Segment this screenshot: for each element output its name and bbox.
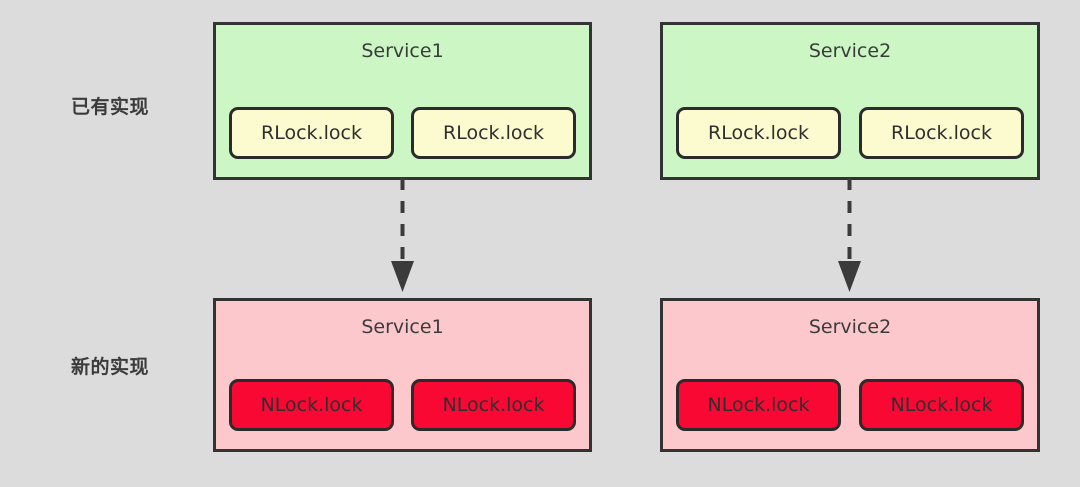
service-title: Service1 [361,40,444,62]
service2-migration-arrow [838,178,861,292]
lock-chip-rlock: RLock.lock [411,107,576,159]
service-container-existing-service1: Service1 RLock.lock RLock.lock [213,22,592,180]
lock-chip-rlock: RLock.lock [676,107,841,159]
lock-row: RLock.lock RLock.lock [676,107,1024,159]
lock-chip-rlock: RLock.lock [859,107,1024,159]
service-title: Service2 [808,40,892,62]
lock-chip-nlock: NLock.lock [676,379,841,431]
arrow-head-icon [391,261,414,292]
service-container-new-service1: Service1 NLock.lock NLock.lock [213,298,592,452]
service-title: Service2 [808,316,892,338]
row-label-existing: 已有实现 [70,96,149,118]
service-container-existing-service2: Service2 RLock.lock RLock.lock [660,22,1040,180]
lock-chip-rlock: RLock.lock [229,107,394,159]
service-container-new-service2: Service2 NLock.lock NLock.lock [660,298,1040,452]
service-title: Service1 [361,316,444,338]
lock-row: NLock.lock NLock.lock [229,379,576,431]
service1-migration-arrow [391,178,414,292]
arrow-head-icon [838,261,861,292]
lock-chip-nlock: NLock.lock [229,379,394,431]
lock-row: RLock.lock RLock.lock [229,107,576,159]
lock-row: NLock.lock NLock.lock [676,379,1024,431]
row-label-new: 新的实现 [70,356,149,378]
lock-chip-nlock: NLock.lock [859,379,1024,431]
lock-chip-nlock: NLock.lock [411,379,576,431]
